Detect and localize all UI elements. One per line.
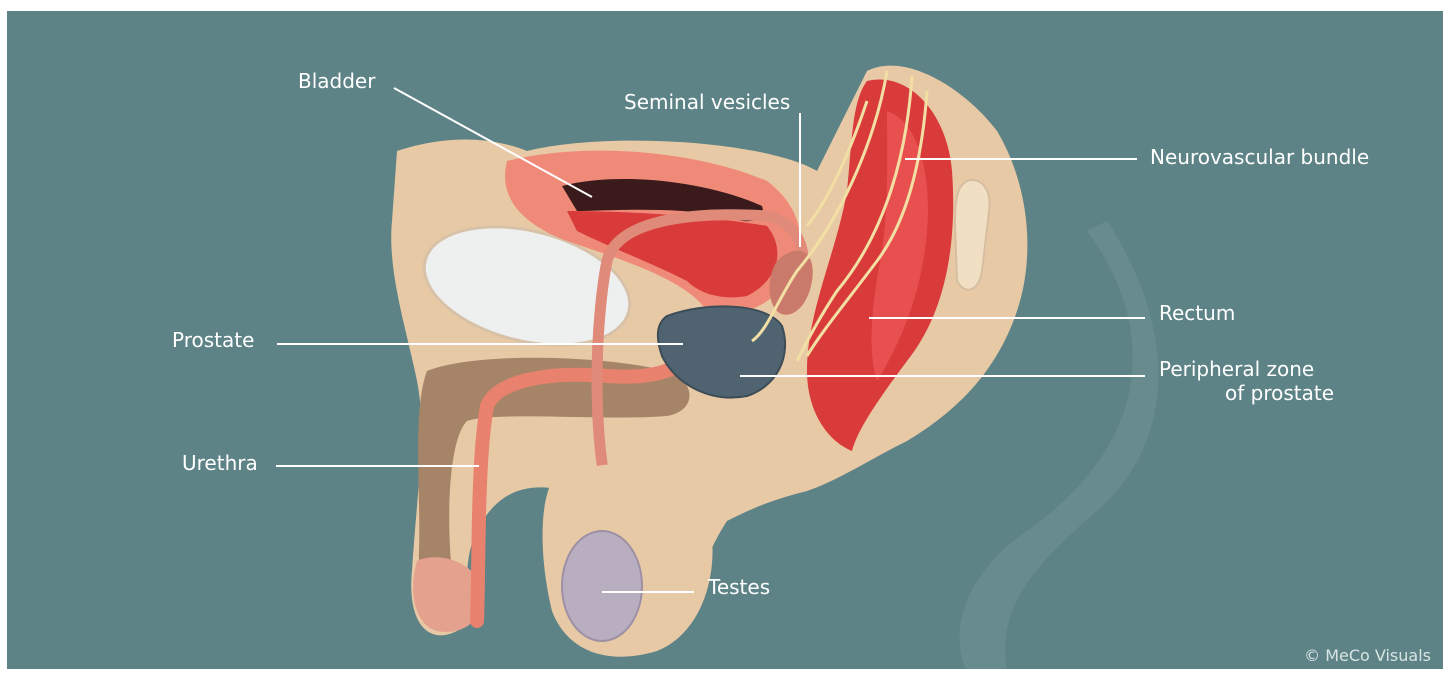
label-peripheral-zone-line2: of prostate xyxy=(1159,381,1334,405)
label-peripheral-zone: Peripheral zone of prostate xyxy=(1159,357,1334,405)
label-urethra: Urethra xyxy=(182,451,258,475)
label-testes: Testes xyxy=(708,575,770,599)
copyright-credit: © MeCo Visuals xyxy=(1304,646,1431,665)
label-peripheral-zone-line1: Peripheral zone xyxy=(1159,357,1334,381)
label-prostate: Prostate xyxy=(172,328,254,352)
label-neurovascular-bundle: Neurovascular bundle xyxy=(1150,145,1369,169)
label-seminal-vesicles: Seminal vesicles xyxy=(624,90,790,114)
illustration-frame: Bladder Seminal vesicles Neurovascular b… xyxy=(7,11,1443,669)
label-rectum: Rectum xyxy=(1159,301,1235,325)
testis xyxy=(562,531,642,641)
label-bladder: Bladder xyxy=(298,69,375,93)
